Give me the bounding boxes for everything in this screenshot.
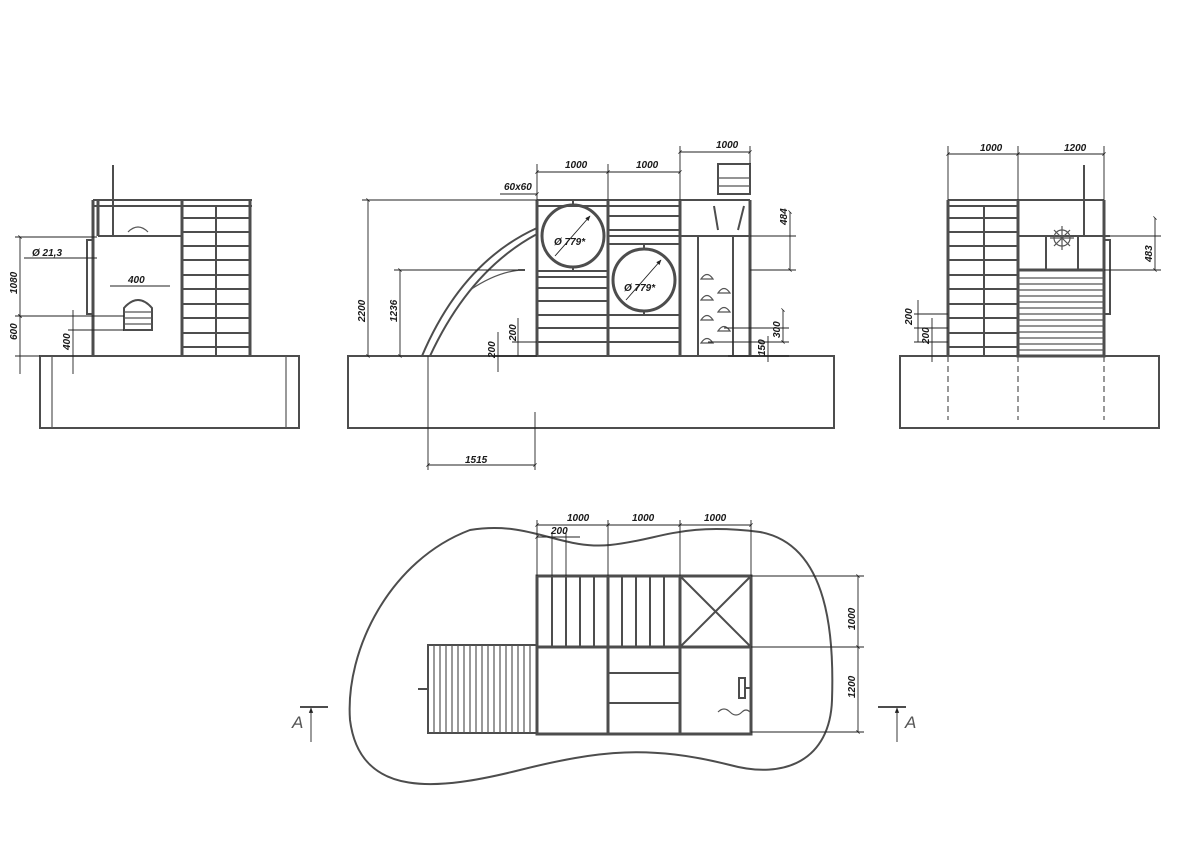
slatted-panel — [1016, 268, 1106, 358]
plan-view: 1000 1000 1000 200 1000 1200 A A — [291, 513, 916, 786]
front-view: 60x60 1000 1000 1000 Ø 779* Ø 779* 2200 … — [347, 140, 835, 470]
dim-w-1000-b: 1000 — [636, 160, 659, 171]
deck-planks — [551, 576, 665, 647]
slide — [421, 227, 538, 357]
dim-h-1200: 1200 — [847, 675, 858, 698]
section-label-left: A — [291, 713, 303, 732]
dim-h-484: 484 — [779, 208, 790, 226]
dim-w-1000-c: 1000 — [716, 140, 739, 151]
dim-h-600: 600 — [9, 323, 20, 340]
dim-h-200-a: 200 — [904, 308, 915, 326]
dim-h-300: 300 — [772, 321, 783, 338]
site-boundary — [348, 526, 834, 786]
ladder-rungs — [182, 217, 250, 348]
dim-h-200-a: 200 — [508, 324, 519, 342]
ladder-rungs — [948, 217, 1018, 348]
dim-pipe-diameter: Ø 21,3 — [32, 248, 62, 259]
base-block — [899, 355, 1160, 429]
side-view-right: 1000 1200 483 200 200 — [899, 143, 1161, 429]
section-mark-right: A — [878, 706, 916, 742]
dim-w-200: 200 — [550, 526, 568, 537]
dim-w-400: 400 — [127, 275, 145, 286]
dim-h-1080: 1080 — [9, 271, 20, 294]
slide-slats — [433, 645, 531, 733]
base-block — [347, 355, 835, 429]
dim-h-200-b: 200 — [487, 341, 498, 359]
dim-h-1000: 1000 — [847, 607, 858, 630]
dim-h-200-b: 200 — [921, 327, 932, 345]
section-label-right: A — [904, 713, 916, 732]
dim-w-1000: 1000 — [980, 143, 1003, 154]
dim-w-1200: 1200 — [1064, 143, 1087, 154]
dim-h-483: 483 — [1144, 245, 1155, 263]
dim-h-1236: 1236 — [389, 299, 400, 322]
dim-circle-a: Ø 779* — [554, 237, 586, 248]
dim-w-1515: 1515 — [465, 455, 488, 466]
dim-h-400: 400 — [62, 333, 73, 351]
dim-w-1000-b: 1000 — [632, 513, 655, 524]
dim-w-1000-c: 1000 — [704, 513, 727, 524]
dim-w-1000-a: 1000 — [565, 160, 588, 171]
base-block — [39, 355, 300, 429]
section-mark-left: A — [291, 706, 328, 742]
panel-slats — [1018, 277, 1104, 351]
dim-h-2200: 2200 — [357, 299, 368, 323]
dim-w-1000-a: 1000 — [567, 513, 590, 524]
dim-h-150: 150 — [757, 339, 768, 356]
hatch-opening — [123, 299, 153, 331]
ship-wheel-icon — [1050, 226, 1074, 250]
dim-profile: 60x60 — [504, 182, 532, 193]
side-view-left: Ø 21,3 1080 600 400 400 — [9, 165, 300, 429]
dim-circle-b: Ø 779* — [624, 283, 656, 294]
climbing-holds — [699, 273, 732, 344]
